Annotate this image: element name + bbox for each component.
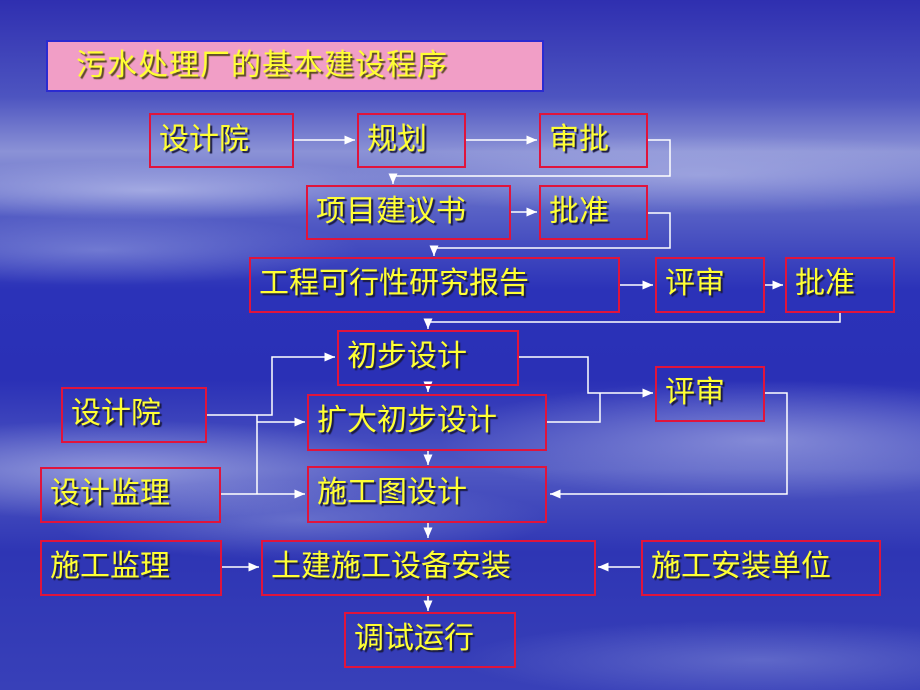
node-planning: 规划 bbox=[357, 113, 466, 168]
node-project-proposal: 项目建议书 bbox=[306, 185, 511, 240]
node-review-2: 评审 bbox=[655, 366, 765, 422]
node-civil-equipment-installation: 土建施工设备安装 bbox=[261, 540, 596, 596]
node-design-supervision: 设计监理 bbox=[40, 467, 221, 523]
node-expanded-preliminary-design: 扩大初步设计 bbox=[307, 394, 547, 451]
node-approval-2: 批准 bbox=[539, 185, 648, 240]
node-commissioning: 调试运行 bbox=[344, 612, 516, 668]
node-construction-installation-unit: 施工安装单位 bbox=[641, 540, 881, 596]
node-construction-supervision: 施工监理 bbox=[40, 540, 222, 596]
node-approval-1: 审批 bbox=[539, 113, 648, 168]
node-approval-3: 批准 bbox=[785, 257, 895, 313]
node-review-1: 评审 bbox=[655, 257, 765, 313]
node-construction-drawing-design: 施工图设计 bbox=[307, 466, 547, 523]
node-design-institute-mid: 设计院 bbox=[61, 387, 207, 443]
node-preliminary-design: 初步设计 bbox=[337, 330, 519, 386]
diagram-title: 污水处理厂的基本建设程序 bbox=[46, 40, 544, 92]
node-feasibility-report: 工程可行性研究报告 bbox=[249, 257, 620, 313]
node-design-institute-top: 设计院 bbox=[149, 113, 294, 168]
